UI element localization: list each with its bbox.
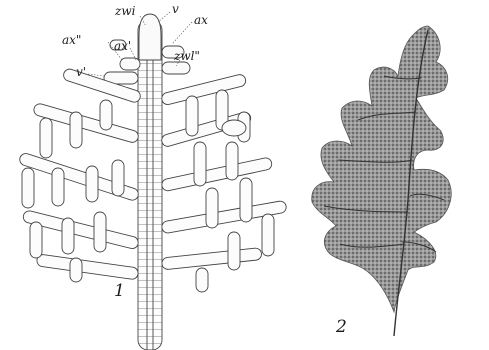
label-v: v: [172, 2, 179, 16]
main-axis: [138, 20, 162, 350]
figure-2-number: 2: [335, 317, 347, 337]
apical-cell: [139, 14, 161, 60]
right-branches: [160, 73, 287, 292]
figure-2-frond-drawing: [312, 26, 451, 336]
label-zwi: zwi: [114, 4, 136, 18]
label-zwl-double-prime: zwl": [173, 49, 200, 63]
label-ax-double-prime: ax": [62, 33, 81, 47]
label-ax: ax: [194, 13, 208, 27]
figure-1-filament-drawing: [18, 12, 287, 350]
label-ax-prime: ax': [114, 39, 131, 53]
frond-silhouette: [312, 26, 451, 312]
label-v-prime: v': [76, 65, 86, 79]
figure-1-number: 1: [114, 281, 125, 301]
left-branches: [18, 68, 142, 282]
